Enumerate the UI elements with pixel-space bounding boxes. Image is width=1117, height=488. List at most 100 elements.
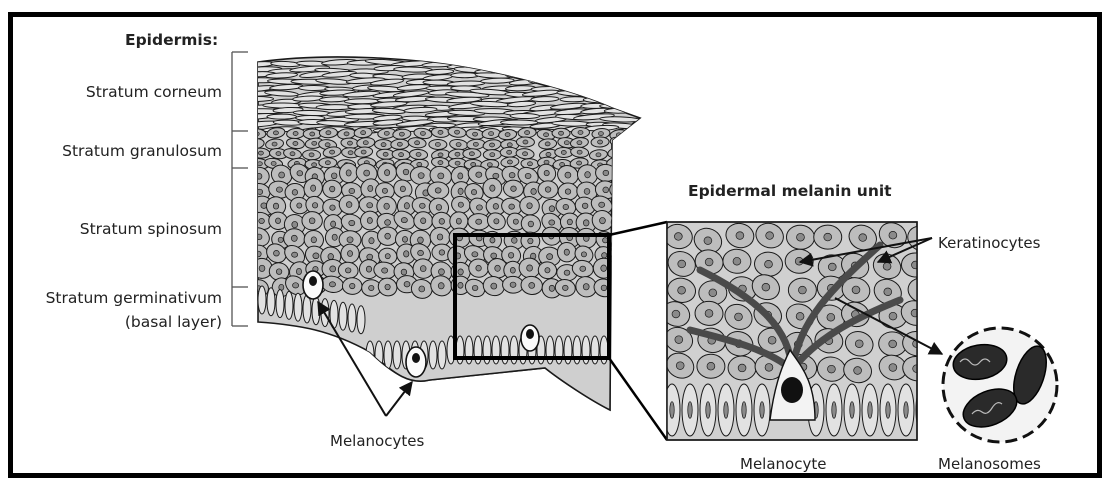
cell [529, 78, 564, 84]
cell-nucleus [765, 260, 773, 268]
cell-nucleus [544, 170, 549, 175]
cell-nucleus [678, 286, 686, 294]
melanosomes-zoom [943, 328, 1057, 442]
cell-nucleus [509, 204, 515, 209]
cell-nucleus [309, 218, 315, 224]
cell-nucleus [889, 312, 897, 320]
cell-nucleus [564, 249, 569, 255]
cell [510, 113, 540, 118]
cell-nucleus [617, 237, 623, 243]
cell-nucleus [528, 221, 533, 227]
cell-nucleus [329, 282, 335, 287]
melanin-unit-inset [658, 218, 939, 440]
melanocyte-cell [406, 347, 426, 377]
cell [267, 114, 297, 119]
cell-nucleus [297, 171, 303, 176]
cell-nucleus [401, 269, 407, 275]
cell-nucleus [510, 282, 516, 287]
cell-nucleus [312, 163, 317, 167]
cell-nucleus [416, 152, 421, 156]
cell-nucleus [582, 203, 588, 208]
cell [576, 78, 619, 87]
cell-nucleus [705, 310, 713, 318]
cell-nucleus [581, 252, 586, 257]
cell-nucleus [563, 204, 569, 209]
cell-nucleus [735, 313, 743, 321]
cell-nucleus [637, 174, 643, 179]
cell-nucleus [528, 238, 533, 244]
cell-nucleus [331, 221, 336, 227]
zoom-connector [609, 358, 667, 440]
stratum-spinosum-label: Stratum spinosum [80, 220, 222, 238]
cell-nucleus [598, 132, 603, 136]
cell-nucleus [513, 219, 518, 224]
cell-nucleus [385, 254, 390, 259]
cell [312, 297, 320, 325]
cell [438, 341, 446, 369]
cell-nucleus [346, 170, 351, 176]
cell [605, 75, 643, 82]
cell-nucleus [490, 153, 495, 157]
cell-nucleus [824, 233, 832, 241]
cell-nucleus [331, 173, 337, 179]
cell-nucleus [559, 131, 564, 135]
cell-nucleus [636, 284, 641, 290]
cell [248, 129, 266, 139]
cell-nucleus [525, 173, 531, 178]
cell-nucleus [549, 220, 555, 225]
cell-nucleus [257, 162, 262, 166]
cell-nucleus [276, 187, 282, 192]
cell-nucleus [886, 402, 890, 419]
cell [604, 90, 634, 96]
cell-nucleus [313, 253, 319, 259]
cell-nucleus [889, 340, 897, 348]
cell-nucleus [565, 189, 571, 194]
cell-nucleus [418, 237, 424, 243]
cell [628, 243, 652, 265]
cell-nucleus [631, 142, 636, 146]
cell-nucleus [922, 402, 926, 419]
cell-nucleus [724, 402, 728, 419]
cell-nucleus [511, 237, 517, 243]
cell [630, 184, 651, 201]
cell [375, 341, 383, 369]
cell [578, 73, 619, 80]
cell-nucleus [256, 234, 262, 240]
cell-nucleus [495, 265, 501, 271]
cell-nucleus [621, 204, 627, 209]
cell [628, 147, 647, 159]
cell-nucleus [527, 265, 533, 271]
cell-nucleus [562, 285, 568, 290]
cell-nucleus [364, 170, 370, 176]
cell-nucleus [290, 152, 295, 156]
cell [451, 73, 479, 78]
cell [501, 120, 538, 125]
cell-nucleus [273, 131, 278, 135]
melanocyte-label: Melanocyte [740, 455, 826, 473]
cell-nucleus [347, 141, 352, 145]
cell-nucleus [490, 185, 495, 191]
cell-nucleus [473, 132, 478, 136]
cell-nucleus [404, 203, 409, 209]
cell-nucleus [545, 187, 551, 192]
cell-nucleus [561, 150, 566, 154]
cell-nucleus [381, 143, 386, 147]
cell-nucleus [918, 287, 926, 295]
cell-nucleus [601, 265, 607, 271]
cell-nucleus [455, 152, 460, 156]
cell-nucleus [544, 133, 549, 137]
cell-nucleus [637, 251, 642, 257]
cell-nucleus [369, 285, 374, 290]
cell [526, 73, 569, 79]
cell-nucleus [310, 132, 315, 136]
cell-nucleus [274, 250, 280, 256]
cell-nucleus [738, 364, 746, 372]
cell-nucleus [850, 402, 854, 419]
cell-nucleus [507, 150, 512, 154]
cell-nucleus [435, 142, 440, 146]
cell [916, 384, 932, 436]
cell-nucleus [292, 190, 298, 196]
cell-nucleus [259, 265, 265, 271]
cell-nucleus [583, 284, 589, 290]
cell-nucleus [603, 170, 609, 175]
